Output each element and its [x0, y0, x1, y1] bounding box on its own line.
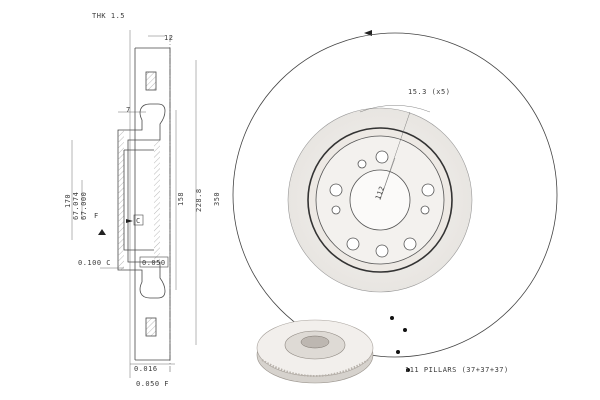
friction-ring-outline [134, 48, 171, 360]
isometric-disc [256, 319, 374, 384]
label-tol-left: 0.100 C [78, 259, 111, 267]
triangle-icon [98, 229, 106, 235]
bolt-hole [375, 244, 389, 258]
datum-arrow-icon [126, 219, 133, 223]
dot-icon [403, 328, 407, 332]
label-letter-f: F [94, 212, 99, 220]
datum-c-box [133, 214, 144, 226]
label-thk: THK 1.5 [92, 12, 125, 20]
bolt-hole [331, 205, 341, 215]
bolt-hole [375, 150, 389, 164]
bolt-holes [329, 150, 435, 258]
label-12: 12 [164, 34, 173, 42]
label-2288: 228.8 [195, 188, 203, 212]
label-158: 158 [177, 192, 185, 206]
bolt-hole [403, 237, 417, 251]
label-pillars: 111 PILLARS (37+37+37) [405, 366, 509, 374]
section-view [71, 30, 197, 378]
label-350: 350 [213, 192, 221, 206]
bolt-hole [346, 237, 360, 251]
dot-icon [396, 350, 400, 354]
label-tol-right: 0.050 [142, 259, 166, 267]
dot-icon [390, 316, 394, 320]
bolt-hole [329, 183, 343, 197]
label-note-016: 0.016 [134, 365, 158, 373]
dot-icon [406, 368, 410, 372]
bolt-hole [421, 183, 435, 197]
bolt-hole [420, 205, 430, 215]
disc-outer-circle [232, 32, 558, 358]
label-67074: 67.074 [72, 192, 80, 220]
bolt-hole [357, 159, 367, 169]
label-7: 7 [126, 106, 131, 114]
label-170: 170 [64, 194, 72, 208]
label-letter-c: C [136, 217, 141, 225]
labels: THK 1.5 12 7 F C 0.100 C 0.050 0.016 0.0… [64, 12, 509, 388]
front-view [232, 32, 558, 372]
tolerance-frame [139, 256, 169, 268]
arrow-left-icon [364, 30, 372, 36]
label-note-050: 0.050 F [136, 380, 169, 388]
label-bolt-pattern: 15.3 (x5) [408, 88, 450, 96]
label-67000: 67.000 [80, 192, 88, 220]
